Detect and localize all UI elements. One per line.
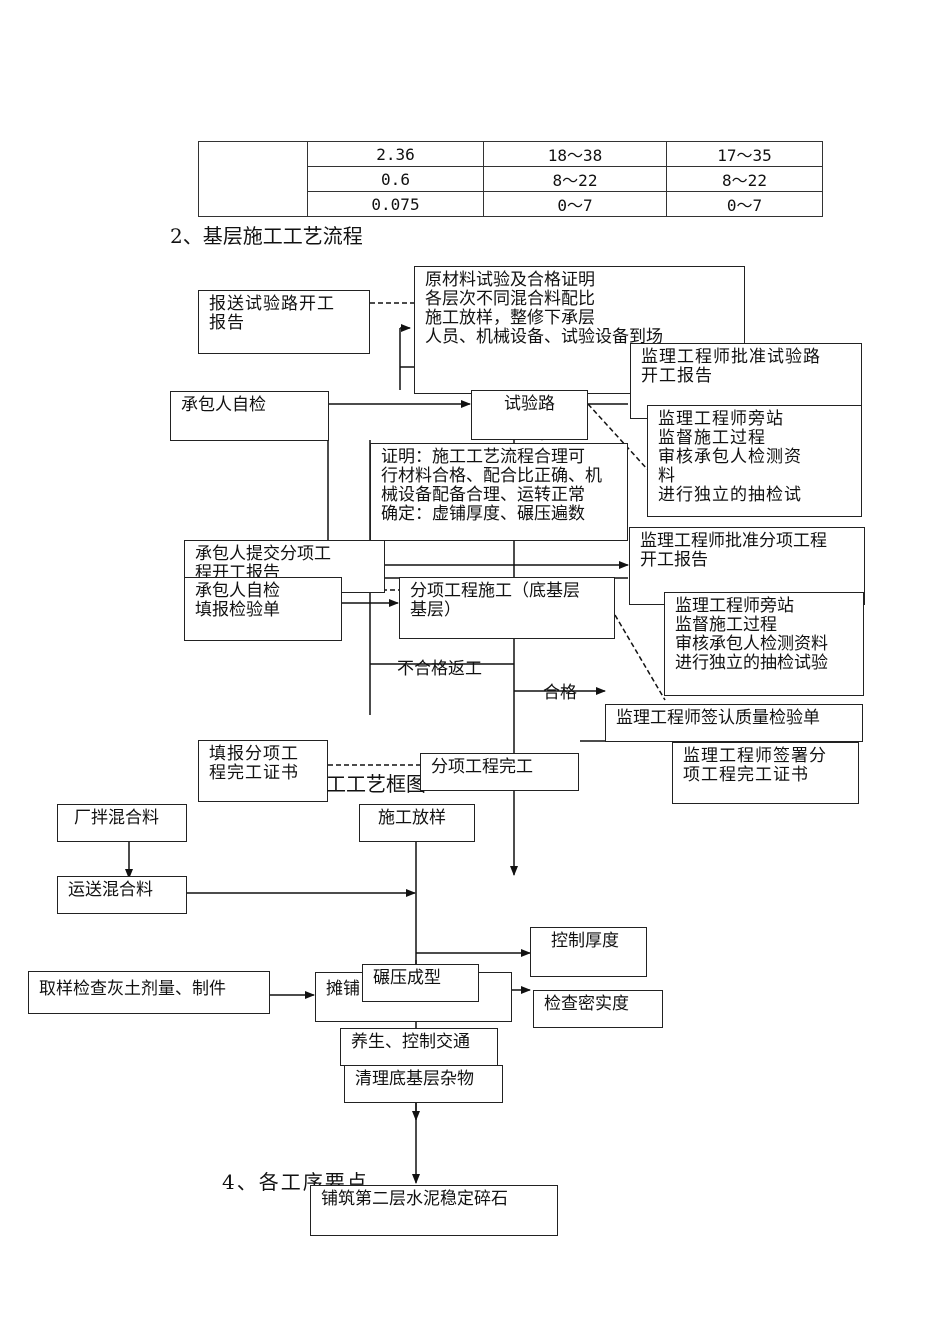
sampling-box: 取样检查灰土剂量、制件 xyxy=(28,971,270,1014)
table-cell: 17～35 xyxy=(666,141,823,167)
plant-mix-box: 厂拌混合料 xyxy=(57,804,187,842)
curing-box: 养生、控制交通 xyxy=(340,1028,498,1066)
report-trial-box: 报送试验路开工 报告 xyxy=(198,290,370,354)
prep-box: 原材料试验及合格证明 各层次不同混合料配比 施工放样，整修下承层 人员、机械设备… xyxy=(414,266,745,394)
section-heading-2: 2、基层施工工艺流程 xyxy=(170,224,363,248)
table-cell: 0～7 xyxy=(666,191,823,217)
self-check-box: 承包人自检 xyxy=(170,391,329,441)
overlap-caption: 工工艺框图 xyxy=(326,772,426,796)
sign-cert-box: 监理工程师签署分 项工程完工证书 xyxy=(672,742,859,804)
proof-box: 证明：施工工艺流程合理可 行材料合格、配合比正确、机 械设备配备合理、运转正常 … xyxy=(370,443,628,541)
layout-box: 施工放样 xyxy=(359,804,475,842)
gradation-table: 2.36 18～38 17～35 0.6 8～22 8～22 0.075 0～7… xyxy=(198,141,823,217)
pass-label: 合格 xyxy=(543,683,577,703)
trial-road-box: 试验路 xyxy=(471,390,588,440)
rework-label: 不合格返工 xyxy=(397,659,482,679)
table-row: 0.6 8～22 8～22 xyxy=(199,166,823,192)
table-cell xyxy=(198,141,308,217)
supervise2-box: 监理工程师旁站 监督施工过程 审核承包人检测资料 进行独立的抽检试验 xyxy=(664,592,864,696)
supervise1-box: 监理工程师旁站 监督施工过程 审核承包人检测资 料 进行独立的抽检试 xyxy=(647,405,862,517)
sub-construction-box: 分项工程施工（底基层 基层） xyxy=(399,577,615,639)
sub-complete-box: 分项工程完工 xyxy=(420,753,579,791)
sign-quality-box: 监理工程师签认质量检验单 xyxy=(605,704,863,742)
check-density-box: 检查密实度 xyxy=(533,990,663,1028)
second-layer-box: 铺筑第二层水泥稳定碎石 xyxy=(310,1185,558,1236)
compaction-box: 碾压成型 xyxy=(362,964,479,1002)
fill-cert-box: 填报分项工 程完工证书 xyxy=(198,740,328,802)
control-thickness-box: 控制厚度 xyxy=(530,927,647,977)
table-cell: 8～22 xyxy=(666,166,823,192)
transport-box: 运送混合料 xyxy=(57,876,187,914)
self-check-form-box: 承包人自检 填报检验单 xyxy=(184,577,342,641)
table-row: 0.075 0～7 0～7 xyxy=(199,191,823,217)
table-cell: 0.075 xyxy=(307,191,484,217)
cleaning-box: 清理底基层杂物 xyxy=(344,1065,503,1103)
